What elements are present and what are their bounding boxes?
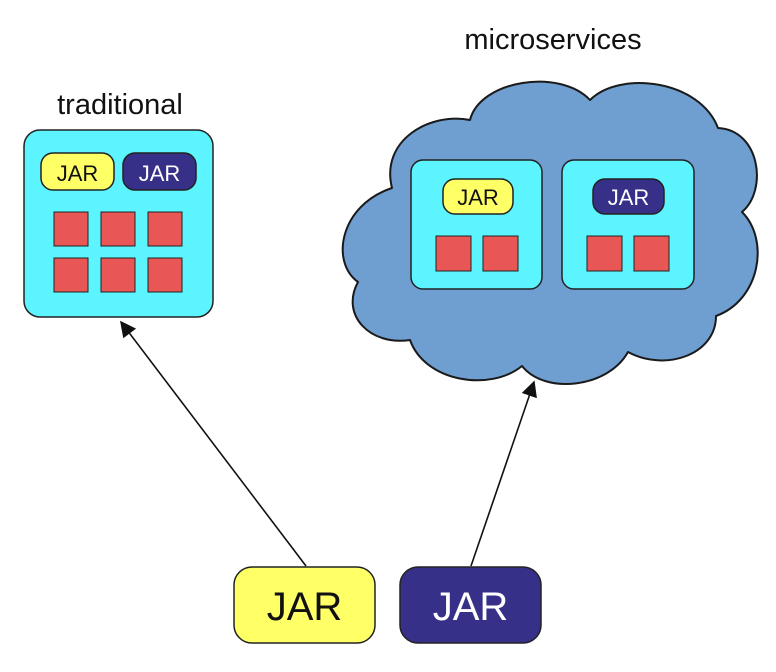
bottom-jar-navy: JAR — [399, 566, 542, 644]
module-block — [147, 211, 183, 247]
arrow-to-traditional — [120, 320, 307, 567]
traditional-box: JAR JAR — [23, 129, 214, 318]
bottom-jar-yellow-label: JAR — [267, 585, 343, 629]
module-block — [147, 257, 183, 293]
service-box-right: JAR — [561, 159, 695, 290]
module-block — [633, 235, 670, 272]
module-block — [53, 257, 89, 293]
module-block — [586, 235, 623, 272]
module-block — [100, 257, 136, 293]
module-block — [53, 211, 89, 247]
service-right-jar-badge — [592, 178, 665, 215]
module-block — [100, 211, 136, 247]
bottom-jar-yellow: JAR — [233, 566, 376, 644]
module-block — [435, 235, 472, 272]
service-left-jar-badge — [442, 178, 514, 215]
module-block — [482, 235, 519, 272]
traditional-label: traditional — [57, 89, 183, 121]
service-left-jar-label: JAR — [457, 185, 499, 210]
arrow-to-microservices — [470, 380, 537, 567]
traditional-jar-yellow-label: JAR — [57, 161, 99, 186]
service-box-left: JAR — [410, 159, 543, 290]
microservices-label: microservices — [464, 24, 641, 56]
microservices-cloud — [341, 80, 759, 386]
traditional-jar-navy-badge — [122, 152, 197, 191]
service-right-jar-label: JAR — [608, 185, 650, 210]
traditional-jar-navy-label: JAR — [139, 161, 181, 186]
bottom-jar-navy-label: JAR — [433, 585, 509, 629]
traditional-jar-yellow-badge — [40, 152, 115, 191]
traditional-modules — [53, 211, 183, 293]
